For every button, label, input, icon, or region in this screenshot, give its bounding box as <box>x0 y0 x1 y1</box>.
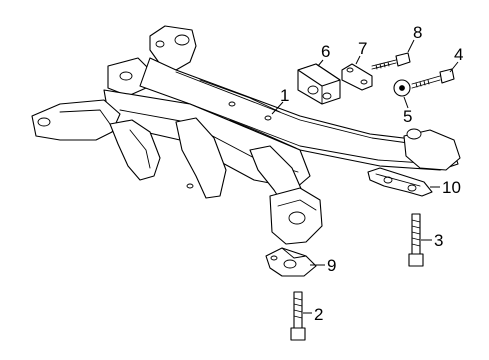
leader-8 <box>407 39 415 53</box>
callout-9: 9 <box>327 256 336 275</box>
callout-1: 1 <box>280 86 289 105</box>
leader-5 <box>403 96 409 109</box>
bracket-10 <box>367 167 433 197</box>
callout-4: 4 <box>454 45 463 64</box>
bolt-4 <box>411 68 455 89</box>
callout-5: 5 <box>403 107 412 126</box>
leader-lines <box>271 39 459 314</box>
callout-10: 10 <box>442 178 461 197</box>
bolt-3 <box>408 213 424 267</box>
retainer-plate <box>341 63 373 91</box>
leader-6 <box>317 59 324 67</box>
washer <box>393 79 411 97</box>
leader-4 <box>449 61 459 73</box>
callout-8: 8 <box>413 23 422 42</box>
callout-3: 3 <box>434 231 443 250</box>
callout-labels: 1 2 3 4 5 6 7 8 9 10 <box>280 23 463 324</box>
bolt-2 <box>290 291 306 341</box>
callout-7: 7 <box>358 39 367 58</box>
bracket-9 <box>265 247 317 277</box>
callout-6: 6 <box>321 42 330 61</box>
leader-1 <box>271 101 284 115</box>
bolt-8 <box>371 52 411 70</box>
leader-7 <box>355 55 361 65</box>
subframe-cradle <box>31 25 461 245</box>
callout-2: 2 <box>314 305 323 324</box>
isolator-block <box>297 63 341 105</box>
